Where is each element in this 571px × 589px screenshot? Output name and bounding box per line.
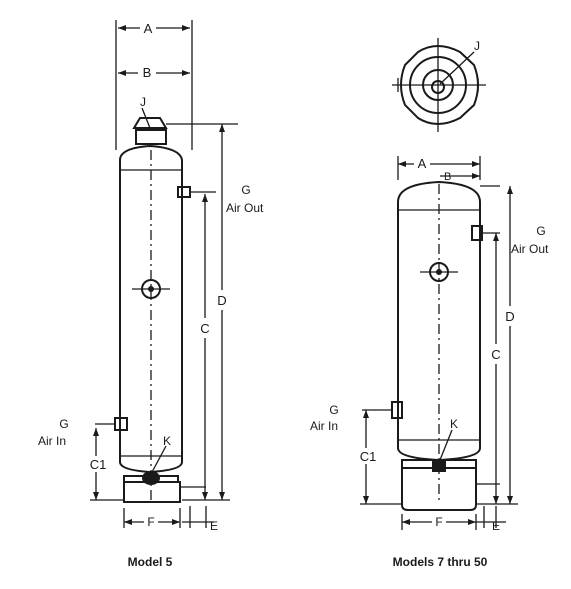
label-k: K: [450, 417, 458, 431]
arrow: [363, 496, 369, 504]
tank-body: [397, 180, 481, 462]
base-block: [123, 481, 181, 503]
arrow: [398, 161, 406, 167]
drain-k: [432, 460, 446, 472]
dim-f-label: F: [435, 515, 442, 529]
label-k: K: [163, 434, 171, 448]
dim-c-gap: [197, 318, 213, 338]
arrow: [124, 519, 132, 525]
air-out-fitting: [177, 186, 191, 198]
top-view: J: [392, 38, 486, 132]
dim-d-gap: [502, 306, 518, 326]
g-in-label: G: [59, 417, 68, 431]
label-j: J: [474, 39, 480, 53]
dim-a-label: A: [144, 21, 153, 36]
dim-e-label: E: [210, 519, 218, 533]
models-7-50-drawing: J A B G Air Out G Air In: [310, 38, 549, 569]
dim-e-label: E: [492, 519, 500, 533]
label-j: J: [140, 95, 146, 109]
top-collar: [135, 129, 167, 145]
g-out-label: G: [536, 224, 545, 238]
caption-model-5: Model 5: [128, 555, 173, 569]
j-leader: [141, 107, 151, 129]
dim-d-label: D: [505, 309, 514, 324]
arrow: [493, 233, 499, 241]
dim-c1-label: C1: [90, 457, 107, 472]
arrow: [472, 161, 480, 167]
g-in-label: G: [329, 403, 338, 417]
dim-b-gap: [138, 64, 156, 80]
dim-f-gap: [144, 514, 158, 528]
arrow: [118, 25, 126, 31]
dim-a-gap: [414, 155, 430, 171]
j-leader: [439, 51, 475, 85]
arrow: [93, 428, 99, 436]
arrow: [507, 186, 513, 194]
arrow: [468, 519, 476, 525]
arrow: [507, 496, 513, 504]
dim-f-gap: [432, 514, 446, 528]
arrow: [202, 194, 208, 202]
arrow: [93, 492, 99, 500]
model-5-drawing: A B J G Air Out G Air In: [38, 19, 264, 569]
k-leader: [150, 445, 167, 475]
dim-b-label: B: [143, 65, 152, 80]
dim-c1-gap: [88, 456, 110, 472]
arrow: [363, 410, 369, 418]
dim-b-label: B: [444, 171, 451, 183]
dim-a-gap: [140, 19, 156, 35]
arrow: [182, 25, 190, 31]
air-out-label: Air Out: [511, 242, 549, 256]
arrow: [118, 70, 126, 76]
arrow: [219, 124, 225, 132]
g-out-label: G: [241, 183, 250, 197]
drain-k: [142, 471, 160, 485]
dim-f-label: F: [147, 515, 154, 529]
arrow: [182, 70, 190, 76]
dim-c-gap: [488, 344, 504, 364]
dim-d-gap: [214, 290, 230, 310]
arrow: [402, 519, 410, 525]
arrow: [202, 492, 208, 500]
air-in-label: Air In: [38, 434, 66, 448]
top-view-outer: [400, 45, 479, 125]
tank-body: [119, 144, 183, 474]
dim-c1-gap: [357, 448, 379, 464]
k-leader: [439, 429, 453, 461]
dim-c-label: C: [200, 321, 209, 336]
arrow: [472, 173, 480, 179]
dim-d-label: D: [217, 293, 226, 308]
top-fitting: [132, 117, 168, 129]
dim-c1-label: C1: [360, 449, 377, 464]
arrow: [493, 496, 499, 504]
dim-a-label: A: [418, 156, 427, 171]
dim-c-label: C: [491, 347, 500, 362]
arrow: [172, 519, 180, 525]
air-out-label: Air Out: [226, 201, 264, 215]
arrow: [219, 492, 225, 500]
caption-models-7-50: Models 7 thru 50: [393, 555, 488, 569]
air-in-label: Air In: [310, 419, 338, 433]
base-block: [401, 468, 477, 511]
